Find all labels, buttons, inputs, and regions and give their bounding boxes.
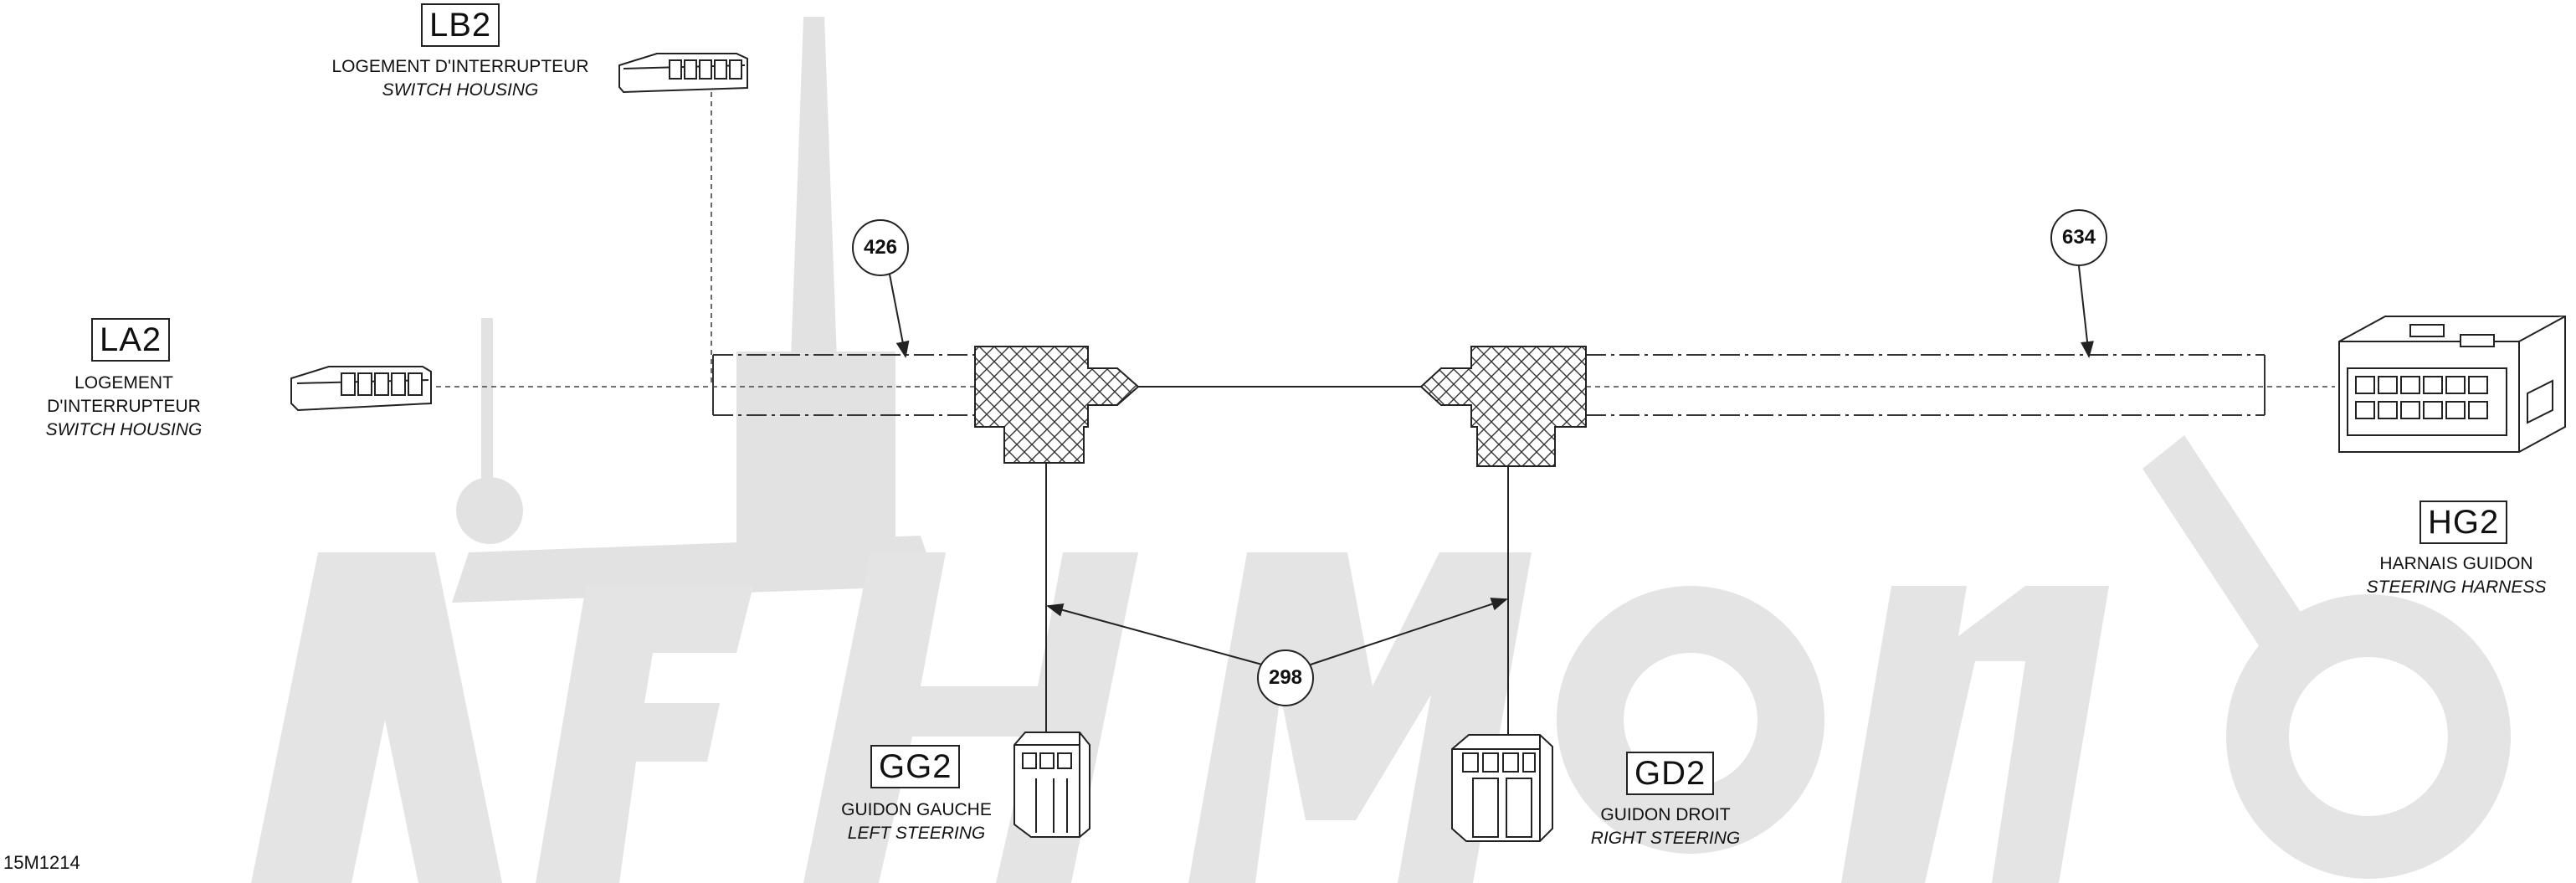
lb2-code: LB2 [421,3,500,47]
gd2-code: GD2 [1626,752,1715,795]
gg2-label: GUIDON GAUCHE LEFT STEERING [824,798,1008,845]
hg2-connector-icon [2338,316,2566,453]
la2-label-fr: LOGEMENT D'INTERRUPTEUR [47,373,201,416]
dim-298-leader-right [1310,598,1508,665]
hg2-label-en: STEERING HARNESS [2366,578,2547,597]
gd2-label: GUIDON DROIT RIGHT STEERING [1573,803,1758,850]
dim-426-leader [889,274,910,358]
la2-connector-icon [290,366,432,412]
gg2-label-en: LEFT STEERING [847,824,986,843]
dimension-298: 298 [1257,649,1314,706]
dim-634-leader [2078,265,2094,358]
la2-label-en: SWITCH HOUSING [45,420,203,439]
dim-298-leader-left [1046,603,1263,665]
right-splice [1419,346,1587,467]
lb2-label-fr: LOGEMENT D'INTERRUPTEUR [331,57,589,76]
wire-runs [427,92,2335,388]
gd2-label-en: RIGHT STEERING [1590,829,1741,848]
gg2-connector-icon [1013,732,1090,838]
hg2-label: HARNAIS GUIDON STEERING HARNESS [2343,552,2569,599]
harness-outline [712,354,2266,416]
drawing-reference: 15M1214 [3,852,80,873]
dimension-634: 634 [2050,209,2107,266]
gg2-label-fr: GUIDON GAUCHE [841,800,992,819]
gg2-code: GG2 [870,745,961,788]
lb2-connector-icon [618,53,748,94]
lb2-label: LOGEMENT D'INTERRUPTEUR SWITCH HOUSING [318,55,603,102]
hg2-label-fr: HARNAIS GUIDON [2379,554,2533,573]
gd2-label-fr: GUIDON DROIT [1600,805,1731,824]
lb2-label-en: SWITCH HOUSING [382,80,539,100]
la2-code: LA2 [91,318,171,362]
dimension-426: 426 [852,219,909,276]
left-splice [974,346,1140,464]
hg2-code: HG2 [2419,501,2508,544]
la2-label: LOGEMENT D'INTERRUPTEUR SWITCH HOUSING [0,372,248,442]
gd2-connector-icon [1451,734,1553,842]
